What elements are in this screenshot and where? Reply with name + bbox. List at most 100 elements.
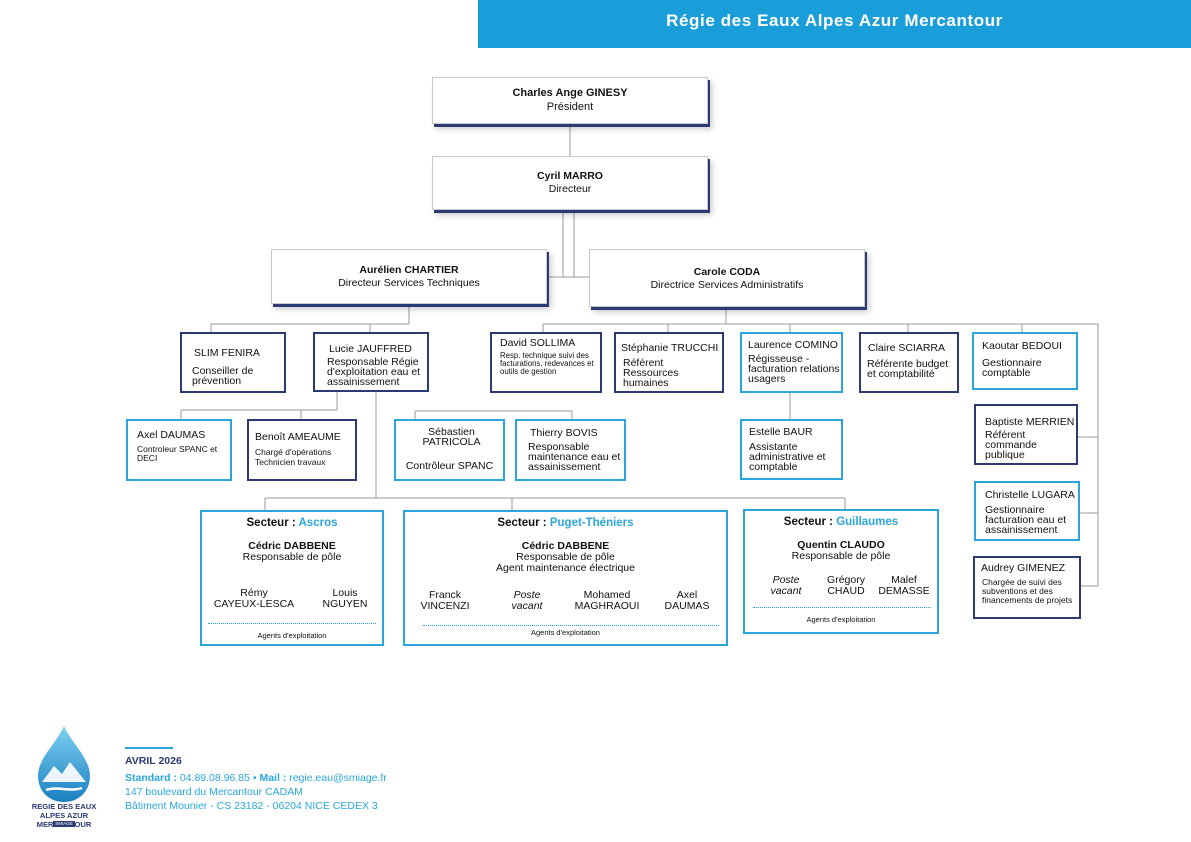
slim-name: SLIM FENIRA — [194, 347, 260, 359]
david-box: David SOLLIMA Resp. technique suivi des … — [490, 332, 602, 393]
baptiste-box: Baptiste MERRIEN Référent commande publi… — [974, 404, 1078, 465]
sector-guillaumes-name: Guillaumes — [836, 516, 899, 528]
logo-badge: SMIAGE — [53, 821, 75, 827]
technical-director-box: Aurélien CHARTIER Directeur Services Tec… — [271, 249, 547, 304]
axel-spanc-box: Axel DAUMAS Controleur SPANC et DECI — [126, 419, 232, 481]
director-box: Cyril MARRO Directeur — [432, 156, 708, 210]
agents-label: Agents d'exploitation — [531, 628, 600, 637]
puget-lead-role2: Agent maintenance électrique — [496, 562, 635, 574]
kaoutar-name: Kaoutar BEDOUI — [982, 340, 1062, 352]
sector-prefix: Secteur : — [497, 517, 547, 529]
stephanie-box: Stéphanie TRUCCHI Référent Ressources hu… — [614, 332, 724, 393]
sector-guillaumes-box: Secteur : Guillaumes Quentin CLAUDO Resp… — [743, 509, 939, 634]
agents-label: Agents d'exploitation — [806, 615, 876, 624]
puget-agent-last: MAGHRAOUI — [574, 600, 640, 612]
puget-agent-first: Franck — [428, 589, 462, 601]
lucie-name: Lucie JAUFFRED — [329, 343, 412, 355]
axel-spanc-role: Controleur SPANC et DECI — [137, 444, 218, 463]
christelle-name: Christelle LUGARA — [985, 489, 1075, 501]
christelle-role: Gestionnaire facturation eau et assainis… — [985, 504, 1067, 536]
guillaumes-agent-last: DEMASSE — [878, 585, 930, 597]
guillaumes-agent-first: Grégory — [827, 574, 865, 586]
agents-separator — [208, 623, 376, 624]
benoit-name: Benoît AMEAUME — [255, 431, 341, 443]
sebastien-box: Sébastien PATRICOLA Contrôleur SPANC — [394, 419, 505, 481]
agents-separator — [423, 625, 719, 626]
footer-rule — [125, 747, 173, 749]
ascros-lead-name: Cédric DABBENE — [248, 540, 336, 552]
footer-date: AVRIL 2026 — [125, 755, 182, 767]
logo-line1: REGIE DES EAUX — [31, 802, 97, 811]
kaoutar-box: Kaoutar BEDOUI Gestionnaire comptable — [972, 332, 1078, 390]
page-title: Régie des Eaux Alpes Azur Mercantour — [666, 11, 1003, 30]
baptiste-name: Baptiste MERRIEN — [985, 416, 1075, 428]
technical-director-role: Directeur Services Techniques — [338, 277, 480, 289]
audrey-role: Chargée de suivi des subventions et des … — [982, 577, 1073, 605]
puget-agent-first: Mohamed — [583, 589, 631, 601]
sector-puget-title: Secteur : Puget-Théniers — [405, 517, 726, 529]
lucie-role: Responsable Régie d'exploitation eau et … — [327, 356, 421, 388]
guillaumes-agent-last: CHAUD — [827, 585, 865, 597]
president-role: Président — [546, 101, 594, 113]
sector-prefix: Secteur : — [246, 517, 296, 529]
admin-director-role: Directrice Services Administratifs — [650, 279, 804, 291]
regie-logo: REGIE DES EAUX ALPES AZUR MERCANTOUR SMI… — [12, 722, 116, 838]
david-name: David SOLLIMA — [500, 337, 576, 349]
sector-ascros-name: Ascros — [298, 517, 338, 529]
sector-guillaumes-title: Secteur : Guillaumes — [745, 516, 937, 528]
footer-contact: Standard : 04.89.08.96.85 • Mail : regie… — [125, 771, 387, 785]
ascros-agent-last: NGUYEN — [322, 598, 368, 610]
bullet-separator: • — [252, 772, 257, 784]
slim-box: SLIM FENIRA Conseiller de prévention — [180, 332, 286, 393]
sector-ascros-box: Secteur : Ascros Cédric DABBENE Responsa… — [200, 510, 384, 646]
guillaumes-lead-name: Quentin CLAUDO — [797, 539, 885, 551]
puget-agent-last: DAUMAS — [664, 600, 710, 612]
sebastien-role: Contrôleur SPANC — [405, 460, 494, 472]
sector-puget-box: Secteur : Puget-Théniers Cédric DABBENE … — [403, 510, 728, 646]
claire-name: Claire SCIARRA — [868, 342, 946, 354]
stephanie-role: Référent Ressources humaines — [623, 357, 679, 389]
agents-separator — [753, 607, 931, 608]
baptiste-role: Référent commande publique — [985, 429, 1037, 461]
thierry-name: Thierry BOVIS — [530, 427, 598, 439]
laurence-role: Régisseuse - facturation relations usage… — [748, 353, 840, 385]
puget-agent-first: Axel — [676, 589, 698, 601]
claire-role: Référente budget et comptabilité — [867, 358, 949, 380]
estelle-box: Estelle BAUR Assistante administrative e… — [740, 419, 843, 480]
puget-agent-last: vacant — [511, 600, 543, 612]
director-role: Directeur — [548, 183, 592, 195]
audrey-box: Audrey GIMENEZ Chargée de suivi des subv… — [973, 556, 1081, 619]
sector-ascros-title: Secteur : Ascros — [202, 517, 382, 529]
ascros-lead-role: Responsable de pôle — [242, 551, 342, 563]
claire-box: Claire SCIARRA Référente budget et compt… — [859, 332, 959, 393]
president-box: Charles Ange GINESY Président — [432, 77, 708, 124]
ascros-agent-first: Rémy — [240, 587, 268, 599]
guillaumes-agent-first: Malef — [891, 574, 917, 586]
standard-label: Standard : — [125, 772, 177, 784]
sector-prefix: Secteur : — [783, 516, 833, 528]
ascros-agent-last: CAYEUX-LESCA — [213, 598, 295, 610]
audrey-name: Audrey GIMENEZ — [981, 562, 1066, 574]
admin-director-box: Carole CODA Directrice Services Administ… — [589, 249, 865, 307]
footer-address1: 147 boulevard du Mercantour CADAM — [125, 786, 304, 798]
axel-spanc-name: Axel DAUMAS — [137, 429, 206, 441]
footer-email[interactable]: regie.eau@smiage.fr — [289, 772, 387, 784]
guillaumes-agent-first: Poste — [772, 574, 800, 586]
sebastien-name: Sébastien PATRICOLA — [422, 426, 481, 448]
laurence-box: Laurence COMINO Régisseuse - facturation… — [740, 332, 843, 393]
benoit-box: Benoît AMEAUME Chargé d'opérations Techn… — [247, 419, 357, 481]
footer-phone: 04.89.08.96.85 — [179, 772, 250, 784]
agents-label: Agents d'exploitation — [257, 631, 327, 640]
puget-agent-last: VINCENZI — [420, 600, 470, 612]
puget-lead-name: Cédric DABBENE — [521, 540, 610, 552]
estelle-role: Assistante administrative et comptable — [749, 441, 826, 473]
footer-address2: Bâtiment Mounier - CS 23182 - 06204 NICE… — [125, 800, 378, 812]
stephanie-name: Stéphanie TRUCCHI — [621, 342, 719, 354]
guillaumes-agent-last: vacant — [770, 585, 802, 597]
david-role: Resp. technique suivi des facturations, … — [500, 351, 594, 376]
ascros-agent-first: Louis — [332, 587, 358, 599]
laurence-name: Laurence COMINO — [748, 339, 838, 351]
slim-role: Conseiller de prévention — [192, 365, 254, 387]
water-drop-icon — [38, 726, 90, 802]
